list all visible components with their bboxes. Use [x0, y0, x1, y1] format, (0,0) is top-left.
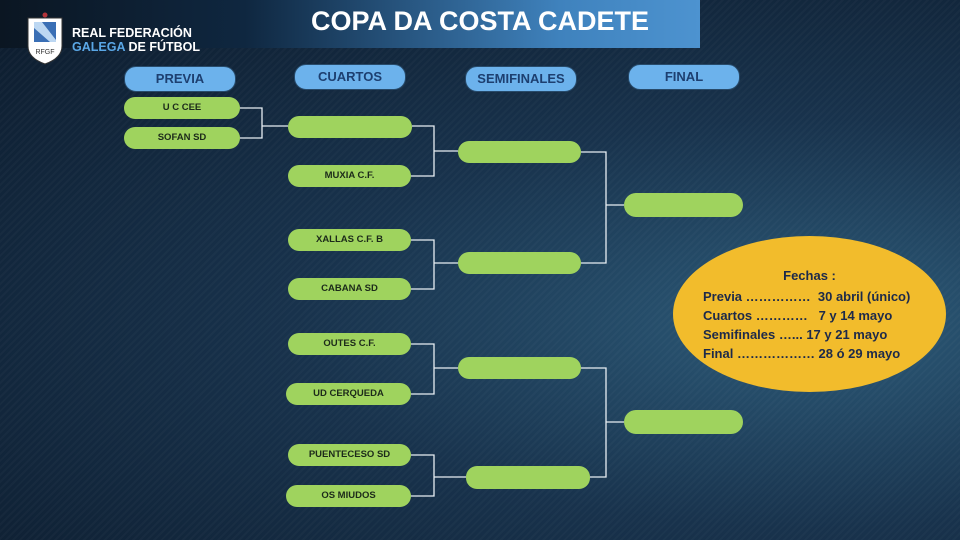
- team-cuartos-3: XALLAS C.F. B: [288, 229, 411, 251]
- team-semifinal-3: [458, 357, 581, 379]
- team-cuartos-1: [288, 116, 412, 138]
- org-line2a: GALEGA: [72, 40, 126, 54]
- fechas-row: Cuartos ………… 7 y 14 mayo: [703, 308, 893, 323]
- team-cuartos-5: OUTES C.F.: [288, 333, 411, 355]
- fechas-row: Semifinales …... 17 y 21 mayo: [703, 327, 888, 342]
- team-semifinal-4: [466, 466, 590, 489]
- team-final-1: [624, 193, 743, 217]
- svg-text:RFGF: RFGF: [35, 49, 54, 56]
- team-cuartos-2: MUXIA C.F.: [288, 165, 411, 187]
- round-header-cuartos: CUARTOS: [294, 64, 406, 90]
- team-final-2: [624, 410, 743, 434]
- fechas-row: Final ……………… 28 ó 29 mayo: [703, 346, 901, 361]
- fechas-title: Fechas :: [783, 268, 836, 283]
- team-cuartos-8: OS MIUDOS: [286, 485, 411, 507]
- organization-name: REAL FEDERACIÓN GALEGA DE FÚTBOL: [72, 26, 200, 54]
- fechas-panel: Fechas : Previa …………… 30 abril (único) C…: [673, 236, 946, 392]
- team-cuartos-4: CABANA SD: [288, 278, 411, 300]
- team-cuartos-7: PUENTECESO SD: [288, 444, 411, 466]
- team-previa-1: U C CEE: [124, 97, 240, 119]
- round-header-previa: PREVIA: [124, 66, 236, 92]
- title-banner: [0, 0, 700, 48]
- org-line1: REAL FEDERACIÓN: [72, 26, 192, 40]
- org-line2b: DE FÚTBOL: [125, 40, 201, 54]
- round-header-final: FINAL: [628, 64, 740, 90]
- page-title: COPA DA COSTA CADETE: [310, 6, 649, 36]
- fechas-row: Previa …………… 30 abril (único): [703, 289, 911, 304]
- rfgf-logo-icon: RFGF: [27, 12, 63, 65]
- team-semifinal-2: [458, 252, 581, 274]
- team-cuartos-6: UD CERQUEDA: [286, 383, 411, 405]
- team-previa-2: SOFAN SD: [124, 127, 240, 149]
- round-header-semifinales: SEMIFINALES: [465, 66, 577, 92]
- team-semifinal-1: [458, 141, 581, 163]
